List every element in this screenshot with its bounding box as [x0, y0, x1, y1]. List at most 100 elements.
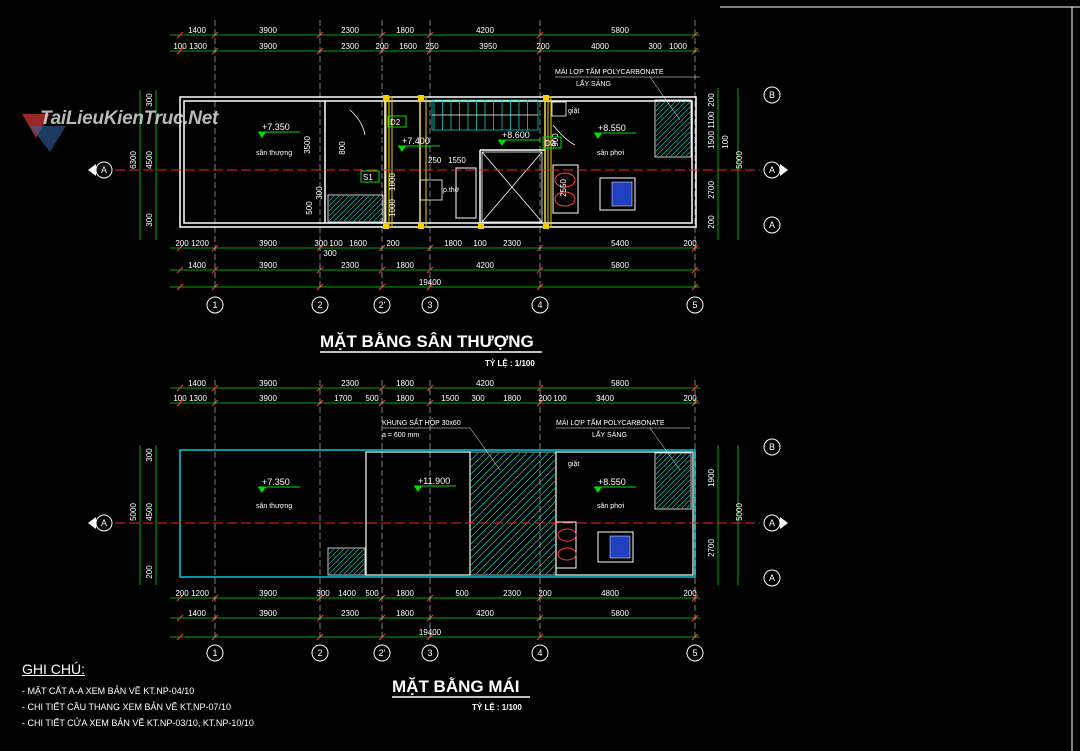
door-tag: S1 [363, 173, 373, 182]
level-value: +8.600 [502, 130, 530, 140]
plan2-level-markers: +7.350+11.900+8.550 [258, 476, 636, 493]
plan2-bottom-dim-detail: 500 [455, 589, 469, 598]
plan2-top-dim: 1400 [188, 379, 206, 388]
plan1-bottom-dim-detail: 5400 [611, 239, 629, 248]
callout-text: MÁI LỢP TẤM POLYCARBONATE [555, 66, 664, 76]
grid-bubble-2 [531, 644, 549, 662]
plan1-top-dim-detail: 200 [536, 42, 550, 51]
grid-bubble-1-label: 2 [317, 300, 322, 310]
section-arrow-icon [88, 517, 96, 529]
plan1-bottom-dim: 1800 [396, 261, 414, 270]
grid-bubble-2-label: 1 [212, 648, 217, 658]
plan1-top-dim-detail: 1300 [189, 42, 207, 51]
row-bubble-b-label: B [769, 90, 775, 100]
row-bubble-a-label: A [769, 165, 775, 175]
grid-bubble-2-label: 4 [537, 648, 542, 658]
plan2-vertical-dim: 200 [145, 565, 154, 579]
watermark-logo-icon [22, 114, 66, 152]
plan2-top-dim: 5800 [611, 379, 629, 388]
plan2-top-dim-detail: 100 [173, 394, 187, 403]
row-bubble-a-label: A [769, 518, 775, 528]
grid-axis-lines [214, 20, 696, 637]
plan2-roof-outline [179, 449, 696, 578]
section-marker-label: A [101, 518, 107, 528]
plan2-bottom-dim-detail: 1800 [396, 589, 414, 598]
row-bubble-a-label: A [769, 220, 775, 230]
plan2-total-dim: 19400 [419, 628, 442, 637]
section-arrow-icon [780, 164, 788, 176]
plan1-bottom-dim: 4200 [476, 261, 494, 270]
dimension-tick [176, 283, 184, 291]
plan1-vertical-dim: 300 [315, 186, 324, 200]
section-marker-label: A [101, 165, 107, 175]
plan1-bottom-dim-detail: 2300 [503, 239, 521, 248]
plan2-title: MẶT BẰNG MÁI [392, 677, 519, 696]
plan1-level-markers: +7.350+7.400+8.600+8.550 [258, 122, 636, 152]
dimension-tick [378, 384, 386, 392]
plan1-vertical-dim: 2550 [559, 179, 568, 197]
plan2-top-dim-detail: 3900 [259, 394, 277, 403]
dimension-tick [426, 266, 434, 274]
grid-bubble-1 [206, 296, 224, 314]
grid-bubble-2 [421, 644, 439, 662]
callout-text: LẤY SÁNG [592, 429, 627, 439]
plan1-top-dim-detail: 2300 [341, 42, 359, 51]
plan1-vertical-dim: 6300 [129, 151, 138, 169]
level-marker-icon [594, 133, 602, 139]
plan1-top-dim: 4200 [476, 26, 494, 35]
plan1-bottom-dim-detail: 300 [314, 239, 328, 248]
plan2-hatch-areas [327, 452, 692, 576]
tag-box [387, 115, 407, 128]
room-label: sân thượng [256, 503, 292, 510]
plan2-top-dim: 4200 [476, 379, 494, 388]
dimension-tick [211, 384, 219, 392]
grid-bubble-1 [373, 296, 391, 314]
plan1-vertical-dim: 900 [551, 133, 560, 147]
level-value: +8.550 [598, 477, 626, 487]
plan1-dimension-lines [139, 34, 739, 288]
dimension-tick [691, 384, 699, 392]
row-bubble-b [763, 438, 781, 456]
plan1-vertical-dim: 1500 [707, 131, 716, 149]
tag-box [360, 170, 380, 183]
plan2-top-dim-detail: 1500 [441, 394, 459, 403]
plan2-skylight [469, 451, 557, 576]
plan2-vertical-dim: 300 [145, 448, 154, 462]
plan2-vertical-dim: 4500 [145, 503, 154, 521]
plan2-vertical-dim: 5000 [129, 503, 138, 521]
level-value: +11.900 [418, 476, 450, 486]
plan1-vertical-dim: 4500 [145, 151, 154, 169]
plan1-top-dim-detail: 1600 [399, 42, 417, 51]
plan2-bottom-dim-detail: 200 [175, 589, 189, 598]
plan1-vertical-dim: 2700 [707, 181, 716, 199]
plan1-scale: TỶ LỆ : 1/100 [485, 359, 535, 368]
plan1-top-dim: 1800 [396, 26, 414, 35]
plan2-bottom-dim: 5800 [611, 609, 629, 618]
dimension-tick [176, 384, 184, 392]
callout-text: MÁI LỢP TẤM POLYCARBONATE [556, 417, 665, 427]
grid-bubble-1 [311, 296, 329, 314]
plan2-bottom-dim-detail: 200 [538, 589, 552, 598]
level-marker-icon [498, 140, 506, 146]
row-bubble-b [763, 86, 781, 104]
plan2-bottom-dim-detail: 4800 [601, 589, 619, 598]
level-value: +7.400 [402, 136, 430, 146]
level-marker-icon [594, 487, 602, 493]
level-marker-icon [398, 146, 406, 152]
plan2-bottom-dim-detail: 1400 [338, 589, 356, 598]
plan2-furniture [555, 521, 634, 569]
plan2-bottom-dim-detail: 3900 [259, 589, 277, 598]
room-label: sân phơi [597, 150, 625, 157]
plan1-vertical-dim: 800 [338, 141, 347, 155]
grid-bubble-1-label: 5 [692, 300, 697, 310]
level-marker-icon [414, 486, 422, 492]
dimension-tick [426, 384, 434, 392]
dimension-tick [176, 399, 184, 407]
dimension-tick [176, 31, 184, 39]
plan2-top-dim-detail: 1800 [396, 394, 414, 403]
dimension-tick [176, 614, 184, 622]
plan1-brick-walls [385, 96, 552, 228]
grid-bubble-1 [686, 296, 704, 314]
